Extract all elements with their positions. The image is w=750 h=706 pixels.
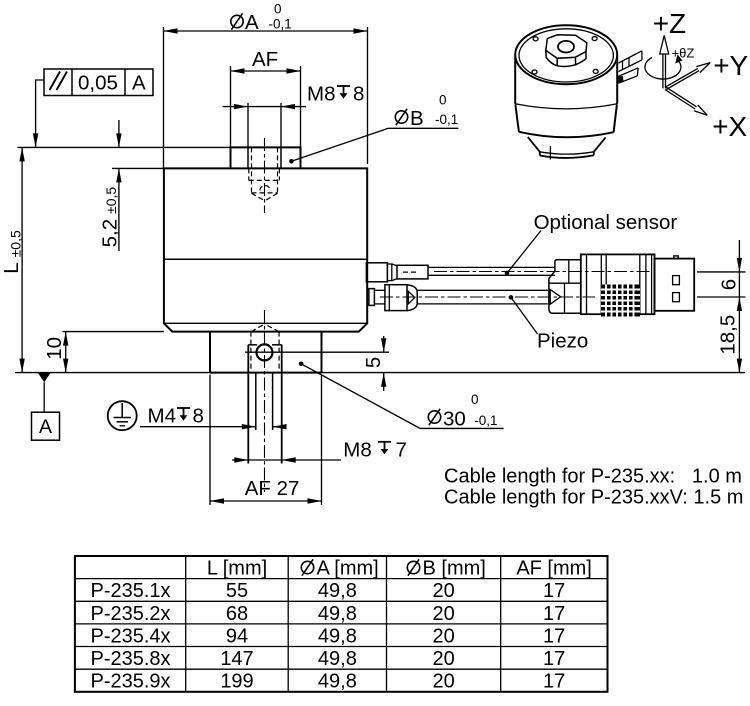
svg-text:+Z: +Z <box>653 8 686 39</box>
svg-text:P-235.4x: P-235.4x <box>91 625 171 647</box>
svg-text:M8: M8 <box>307 83 335 106</box>
svg-text:20: 20 <box>432 603 454 625</box>
svg-text:20: 20 <box>432 671 454 693</box>
svg-text:17: 17 <box>543 648 565 670</box>
svg-text:AF 27: AF 27 <box>245 477 300 500</box>
svg-text:17: 17 <box>543 603 565 625</box>
svg-text:17: 17 <box>543 580 565 602</box>
svg-text:+θZ: +θZ <box>672 46 695 61</box>
svg-text:+Y: +Y <box>713 50 748 81</box>
svg-text:55: 55 <box>226 580 248 602</box>
svg-text:+X: +X <box>712 111 747 142</box>
svg-text:147: 147 <box>220 648 253 670</box>
svg-text:0: 0 <box>439 93 447 108</box>
svg-text:-0,1: -0,1 <box>269 17 292 32</box>
svg-text:M4: M4 <box>148 405 176 428</box>
svg-text:AF [mm]: AF [mm] <box>516 558 592 580</box>
svg-text:L [mm]: L [mm] <box>207 558 267 580</box>
svg-text:-0,1: -0,1 <box>435 112 458 127</box>
svg-text:20: 20 <box>432 648 454 670</box>
svg-text:94: 94 <box>226 625 248 647</box>
svg-text:P-235.8x: P-235.8x <box>91 648 171 670</box>
svg-text:B [mm]: B [mm] <box>423 558 486 580</box>
svg-text:49,8: 49,8 <box>318 648 357 670</box>
svg-text:AF: AF <box>252 48 278 71</box>
svg-text:30: 30 <box>443 407 466 430</box>
svg-text:±0,5: ±0,5 <box>7 230 23 257</box>
svg-text:5: 5 <box>362 357 385 368</box>
svg-text:8: 8 <box>353 83 364 106</box>
svg-text:18,5: 18,5 <box>717 315 740 355</box>
svg-text:7: 7 <box>396 438 407 461</box>
svg-text:P-235.9x: P-235.9x <box>91 671 171 693</box>
svg-text:17: 17 <box>543 671 565 693</box>
svg-text:A: A <box>39 416 52 438</box>
svg-text:P-235.1x: P-235.1x <box>91 580 171 602</box>
svg-text:5,2: 5,2 <box>99 219 122 248</box>
svg-text:20: 20 <box>432 580 454 602</box>
svg-text:B: B <box>410 107 424 130</box>
svg-text:0: 0 <box>471 392 479 407</box>
svg-text:20: 20 <box>432 625 454 647</box>
svg-text:A [mm]: A [mm] <box>317 558 379 580</box>
svg-text:49,8: 49,8 <box>318 580 357 602</box>
svg-text:A: A <box>245 11 259 34</box>
svg-text:10: 10 <box>43 337 66 360</box>
svg-text:A: A <box>132 72 146 95</box>
svg-text:49,8: 49,8 <box>318 603 357 625</box>
svg-text:6: 6 <box>718 279 741 290</box>
svg-text:49,8: 49,8 <box>318 671 357 693</box>
svg-text:49,8: 49,8 <box>318 625 357 647</box>
svg-text:199: 199 <box>220 671 253 693</box>
svg-text:±0,5: ±0,5 <box>103 187 119 214</box>
svg-text:17: 17 <box>543 625 565 647</box>
svg-text:8: 8 <box>193 405 204 428</box>
svg-text:Optional sensor: Optional sensor <box>534 211 678 234</box>
svg-text:P-235.2x: P-235.2x <box>91 603 171 625</box>
svg-text:68: 68 <box>226 603 248 625</box>
svg-text:Cable length for P-235.xx: 1: Cable length for P-235.xx: 1.0 m <box>444 466 742 488</box>
svg-text:L: L <box>0 262 23 273</box>
svg-text:Piezo: Piezo <box>537 330 588 353</box>
svg-text:M8: M8 <box>343 438 371 461</box>
svg-text:Cable length for P-235.xxV: 1.: Cable length for P-235.xxV: 1.5 m <box>444 487 743 509</box>
svg-text:0,05: 0,05 <box>78 72 118 95</box>
svg-text:-0,1: -0,1 <box>474 413 497 428</box>
svg-text:0: 0 <box>274 2 282 17</box>
